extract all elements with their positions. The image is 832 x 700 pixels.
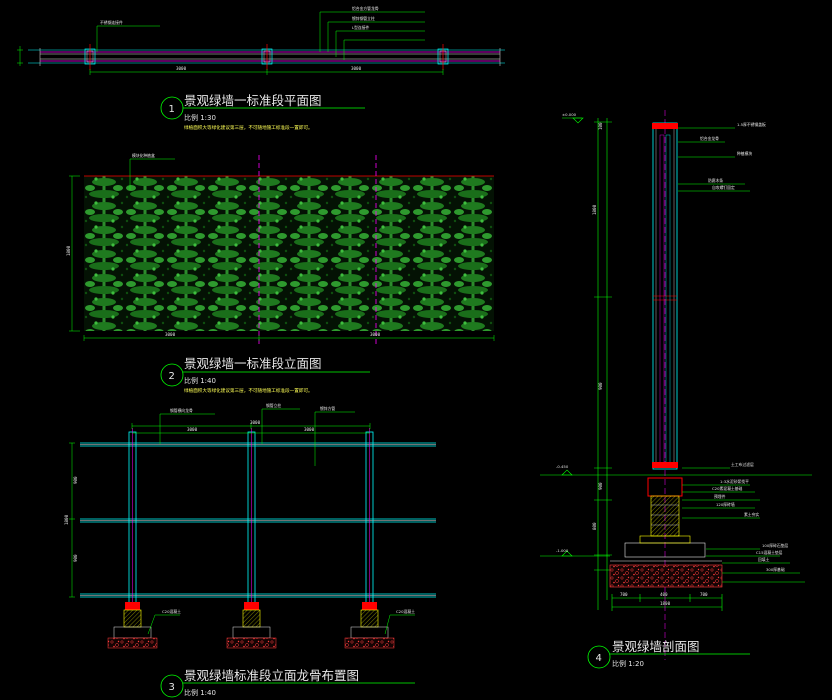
section-callout-11: 素土夯实 xyxy=(744,512,759,517)
elev-callout-1: 模块化种植盒 xyxy=(132,153,155,158)
level-top: ±0.000 xyxy=(562,112,577,117)
section-callout-7: 1:3水泥砂浆找平 xyxy=(720,479,749,484)
section-callout-15: 300厚基础 xyxy=(766,567,785,572)
level-ground: -0.450 xyxy=(556,464,569,469)
plan-dim-2: 3000 xyxy=(351,66,362,71)
view-2-title: 景观绿墙一标准段立面图 xyxy=(184,356,322,371)
frame-footings xyxy=(107,602,395,649)
section-callout-9: 预埋件 xyxy=(714,494,726,499)
plan-view: 3000 3000 不锈钢连接件 铝合金方管龙骨 镀锌钢管立柱 L型连接件 1 … xyxy=(17,6,505,131)
view-3-number: 3 xyxy=(169,682,175,693)
view-4-number-bubble xyxy=(587,645,611,669)
elevation-view: 1800 3000 3000 模块化种植盒 2 景观绿墙一标准段立面图 比例 1… xyxy=(66,153,495,394)
frame-footing-callout-2: C20混凝土 xyxy=(396,609,415,614)
section-callout-10: 120厚砖墙 xyxy=(716,502,735,507)
frame-footing-callout-1: C20混凝土 xyxy=(162,609,181,614)
plan-callout-3: 镀锌钢管立柱 xyxy=(352,16,375,21)
frame-dim-3: 3000 xyxy=(250,420,261,425)
section-callout-2: 铝合金龙骨 xyxy=(700,136,719,141)
view-1-number: 1 xyxy=(169,104,175,115)
view-4-number: 4 xyxy=(596,653,602,664)
view-1-scale: 比例 1:30 xyxy=(184,113,216,122)
section-post xyxy=(652,122,678,470)
frame-callout-3: 镀锌方管 xyxy=(320,406,335,411)
view-1-note: 绿植面积大等绿化建议第三层，不可随地施工标准段一置即可。 xyxy=(184,124,313,131)
section-dim-1: 100 xyxy=(598,122,603,130)
green-wall-plants xyxy=(84,176,494,331)
view-3-title: 景观绿墙标准段立面龙骨布置图 xyxy=(184,668,359,683)
view-3-scale: 比例 1:40 xyxy=(184,688,216,697)
frame-dim-upper: 900 xyxy=(73,476,78,484)
level-bottom: -1.000 xyxy=(556,548,569,553)
section-callout-14: 回填土 xyxy=(758,557,770,562)
section-dim-total: 1800 xyxy=(660,601,671,606)
section-callout-6: 土工布过滤层 xyxy=(731,462,754,467)
view-3-number-bubble xyxy=(160,674,184,698)
section-callout-5: 自攻螺钉固定 xyxy=(712,185,735,190)
frame-dim-2: 3000 xyxy=(304,427,315,432)
elev-dim-height: 1800 xyxy=(66,245,71,256)
elev-dim-2: 3000 xyxy=(370,332,381,337)
section-dim-2: 1800 xyxy=(592,204,597,215)
section-dim-3: 900 xyxy=(598,382,603,390)
section-dim-bottom-1: 700 xyxy=(620,592,628,597)
plan-dim-1: 3000 xyxy=(176,66,187,71)
view-2-number: 2 xyxy=(169,371,175,382)
section-callout-8: C20素混凝土基础 xyxy=(712,486,742,491)
section-callout-4: 防腐木条 xyxy=(708,178,723,183)
frame-callout-2: 钢管立柱 xyxy=(266,403,281,408)
view-1-title: 景观绿墙一标准段平面图 xyxy=(184,93,322,108)
frame-dim-lower: 900 xyxy=(73,554,78,562)
frame-dim-height: 1800 xyxy=(64,514,69,525)
plan-callout-2: 铝合金方管龙骨 xyxy=(352,6,379,11)
section-dim-bottom-3: 700 xyxy=(700,592,708,597)
view-2-note: 绿植面积大等绿化建议第三层，不可随地施工标准段一置即可。 xyxy=(184,387,313,394)
elev-dim-1: 3000 xyxy=(165,332,176,337)
plan-callout-1: 不锈钢连接件 xyxy=(100,20,123,25)
section-callout-12: 100厚碎石垫层 xyxy=(762,543,788,548)
section-dim-bottom-2: 400 xyxy=(660,592,668,597)
section-dim-4: 900 xyxy=(598,482,603,490)
section-callout-3: 种植模块 xyxy=(737,151,752,156)
section-foundation xyxy=(609,477,723,588)
frame-layout-view: 3000 3000 3000 1800 900 900 钢管横向龙骨 钢管立柱 … xyxy=(64,403,436,698)
section-dim-5: 800 xyxy=(592,522,597,530)
frame-dim-1: 3000 xyxy=(187,427,198,432)
plan-callout-4: L型连接件 xyxy=(352,25,370,30)
view-2-number-bubble xyxy=(160,363,184,387)
section-callout-13: C15混凝土垫层 xyxy=(756,550,783,555)
section-callout-1: 1.5厚不锈钢盖板 xyxy=(737,122,766,127)
view-4-scale: 比例 1:20 xyxy=(612,659,644,668)
view-2-scale: 比例 1:40 xyxy=(184,376,216,385)
frame-callout-1: 钢管横向龙骨 xyxy=(170,408,193,413)
view-4-title: 景观绿墙剖面图 xyxy=(612,639,700,654)
plan-posts xyxy=(84,48,449,65)
section-view: 1.5厚不锈钢盖板 铝合金龙骨 种植模块 防腐木条 自攻螺钉固定 土工布过滤层 … xyxy=(540,110,812,669)
frame-posts xyxy=(128,428,374,605)
